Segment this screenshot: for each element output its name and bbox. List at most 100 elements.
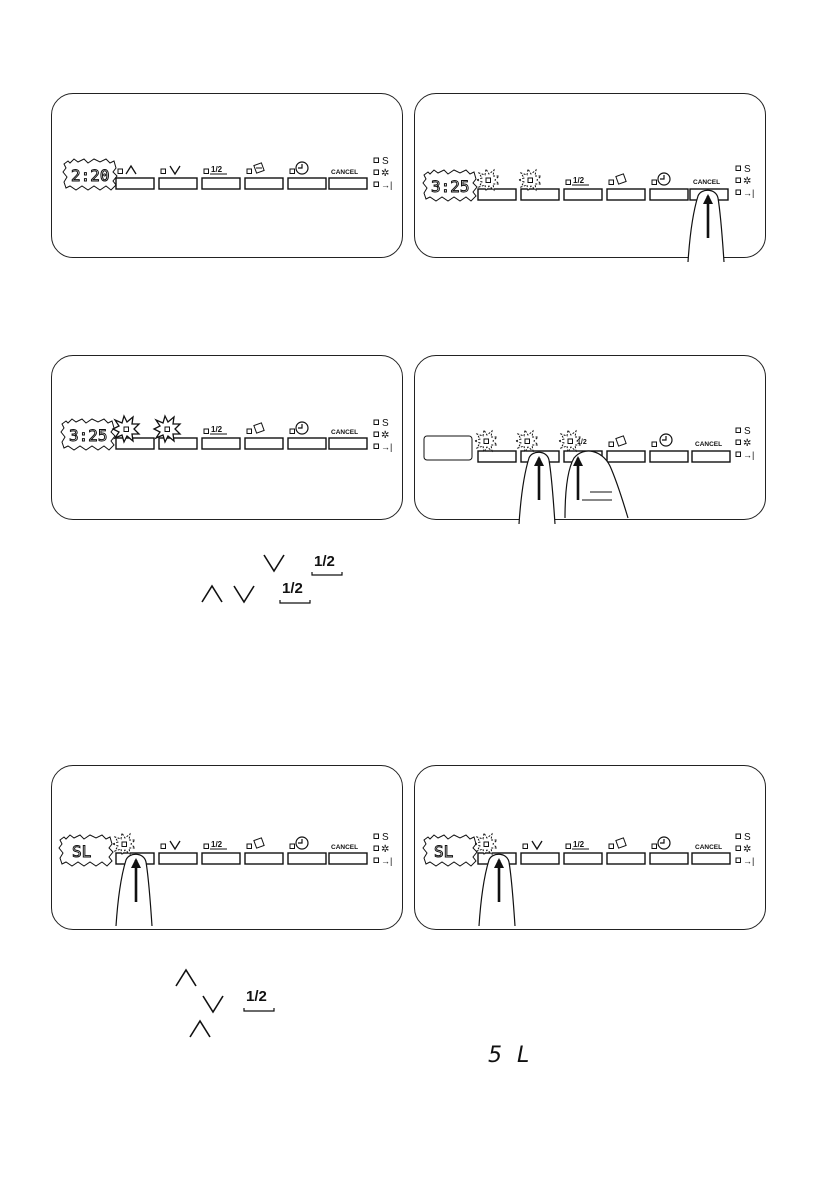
half-load-icon: 1/2 [577,439,587,446]
chevron-down-icon [202,995,224,1014]
indicators-p6 [736,832,754,866]
chevron-down-icon [169,165,181,176]
button-tablet[interactable] [606,435,646,463]
button-delay[interactable] [287,421,327,450]
display-p3: 3:25 [60,418,116,451]
display-value: 3:25 [431,177,470,196]
display-p2: 3:25 [422,169,478,202]
panel-5-graphics: SL 1/2 CA [58,832,392,928]
caption-half-label-3: 1/2 [246,988,267,1005]
finger-press-up [114,852,154,928]
button-cancel[interactable]: CANCEL [328,169,368,190]
button-down[interactable] [520,840,560,865]
button-delay[interactable] [287,836,327,865]
button-cancel-pressed[interactable]: CANCEL [689,179,729,201]
button-half-load-pressed[interactable]: 1/2 [558,429,603,463]
button-down[interactable] [158,165,198,190]
cancel-label: CANCEL [693,179,720,186]
button-down-blinking[interactable] [518,168,560,201]
chevron-down-icon [233,585,255,604]
cancel-label: CANCEL [331,844,358,851]
button-half-load[interactable]: 1/2 [563,840,603,865]
tablet-icon [253,422,265,434]
button-tablet[interactable] [244,837,284,865]
button-delay[interactable] [287,161,327,190]
button-half-load[interactable]: 1/2 [563,176,603,201]
cancel-label: CANCEL [695,844,722,851]
button-delay[interactable] [649,172,689,201]
tablet-icon [615,173,627,185]
button-half-load[interactable]: 1/2 [201,840,241,865]
button-cancel[interactable]: CANCEL [691,844,731,865]
half-load-icon [311,572,343,576]
button-up-blinking[interactable] [476,168,517,201]
display-p5: SL [58,834,114,867]
button-tablet[interactable] [606,837,646,865]
button-down-blinking[interactable] [153,415,198,450]
half-load-icon [243,1008,275,1012]
half-load-icon [279,600,311,604]
tablet-icon [615,435,627,447]
indicators-p1 [374,156,392,190]
tablet-icon [253,162,265,174]
panel-2-graphics: 3:25 1/2 [422,164,754,264]
panel-3-graphics: 3:25 1/2 [60,415,392,452]
finger-press-cancel [686,188,726,264]
button-cancel[interactable]: CANCEL [328,844,368,865]
cancel-label: CANCEL [331,429,358,436]
caption-symbols-1 [201,554,343,604]
panel-4-graphics: 1/2 CANCEL [423,426,754,526]
panel-6-graphics: SL 1/2 CA [422,832,754,928]
button-delay[interactable] [649,836,689,865]
display-value: SL [72,842,91,861]
display-value: 3:25 [69,426,108,445]
button-half-load[interactable]: 1/2 [201,165,241,190]
finger-press-down [517,450,557,526]
cancel-label: CANCEL [331,169,358,176]
indicators-p5 [374,832,392,866]
button-tablet[interactable] [244,422,284,450]
tablet-icon [253,837,265,849]
indicators-p4 [736,426,754,460]
button-up[interactable] [115,164,155,190]
chevron-down-icon [263,554,285,573]
display-value: 2:20 [71,166,110,185]
button-tablet[interactable] [606,173,646,201]
caption-half-label-1: 1/2 [314,553,335,570]
panel-1-graphics: 2:20 1/2 [62,156,392,191]
button-cancel[interactable]: CANCEL [328,429,368,450]
button-delay[interactable] [649,433,689,463]
display-blank [423,435,473,461]
thumb-press-half [564,450,629,519]
half-load-icon: 1/2 [211,840,223,849]
caption-symbols-2 [175,968,275,1038]
chevron-up-icon [125,164,137,175]
display-value: SL [434,842,453,861]
button-up-blinking[interactable] [474,429,517,463]
cancel-label: CANCEL [695,441,722,448]
half-load-icon: 1/2 [211,165,223,174]
indicators-p3 [374,418,392,452]
half-load-icon: 1/2 [573,176,585,185]
indicators-p2 [736,164,754,198]
button-tablet[interactable] [244,162,284,190]
button-cancel[interactable]: CANCEL [691,441,731,463]
tablet-icon [615,837,627,849]
chevron-up-icon [189,1019,211,1038]
display-p1: 2:20 [62,158,118,191]
delay-clock-icon [295,161,309,175]
chevron-up-icon [201,584,223,603]
half-load-icon: 1/2 [573,840,585,849]
chevron-down-icon [169,840,181,851]
chevron-up-icon [175,968,197,987]
half-load-icon: 1/2 [211,425,223,434]
display-p6: SL [422,834,478,867]
chevron-down-icon [531,840,543,851]
sl-display-symbol: 5 L [488,1043,534,1068]
button-down[interactable] [158,840,198,865]
button-half-load[interactable]: 1/2 [201,425,241,450]
finger-press-up [477,852,517,928]
caption-half-label-2: 1/2 [282,580,303,597]
button-up-blinking[interactable] [112,415,155,450]
